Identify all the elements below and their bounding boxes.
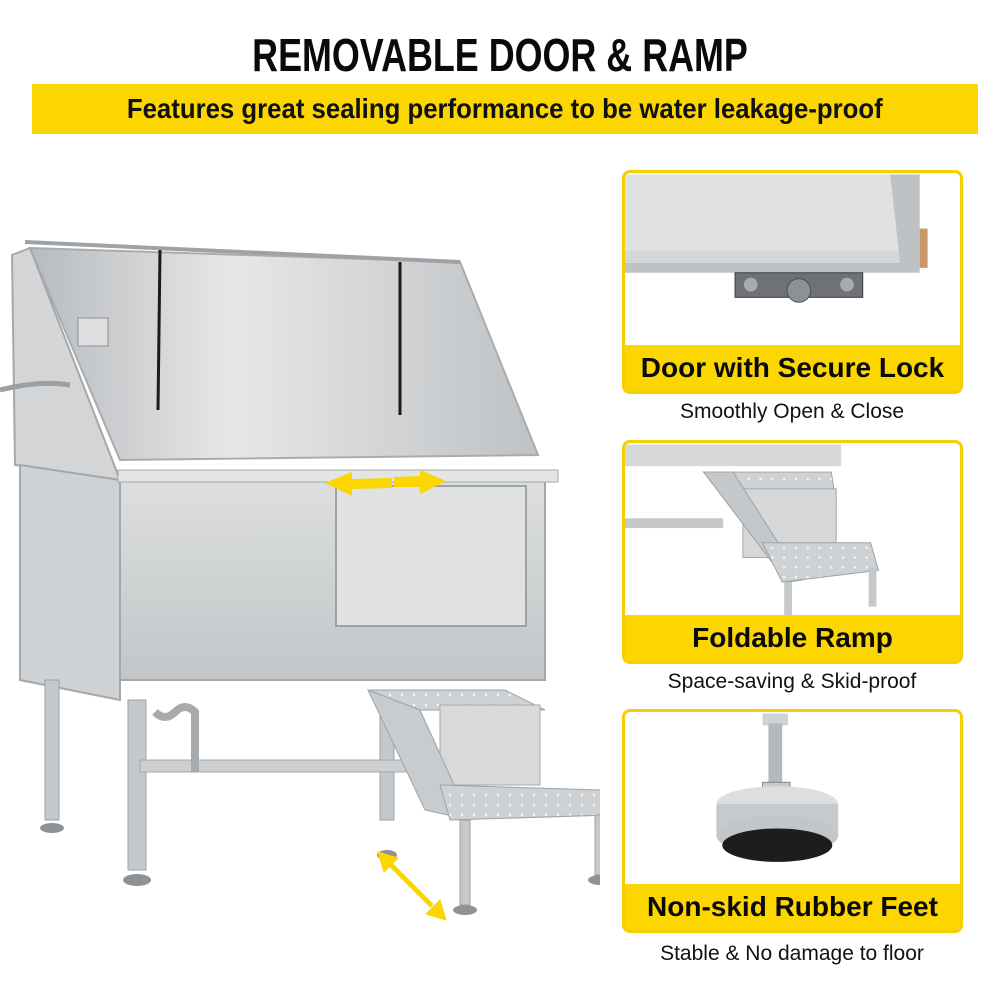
feature-label: Non-skid Rubber Feet (625, 884, 960, 930)
banner-text: Features great sealing performance to be… (127, 93, 883, 124)
feature-label: Door with Secure Lock (625, 345, 960, 391)
page-title: REMOVABLE DOOR & RAMP (252, 29, 748, 81)
feature-card-door-lock: Door with Secure Lock (622, 170, 963, 394)
ramp-image (625, 444, 960, 618)
door-slide-arrow (325, 470, 446, 496)
feature-caption: Stable & No damage to floor (660, 942, 924, 965)
feature-label: Foldable Ramp (625, 615, 960, 661)
grooming-tub-image (0, 240, 600, 921)
rubber-foot-image (625, 713, 960, 887)
ramp-fold-arrow (377, 851, 447, 921)
feature-caption: Smoothly Open & Close (679, 400, 905, 423)
door-lock-image (625, 174, 960, 348)
feature-card-ramp: Foldable Ramp (622, 440, 963, 664)
feature-banner: Features great sealing performance to be… (32, 84, 978, 134)
feature-card-rubber-feet: Non-skid Rubber Feet (622, 709, 963, 933)
feature-caption: Space-saving & Skid-proof (667, 670, 917, 693)
backsplash (28, 246, 540, 462)
